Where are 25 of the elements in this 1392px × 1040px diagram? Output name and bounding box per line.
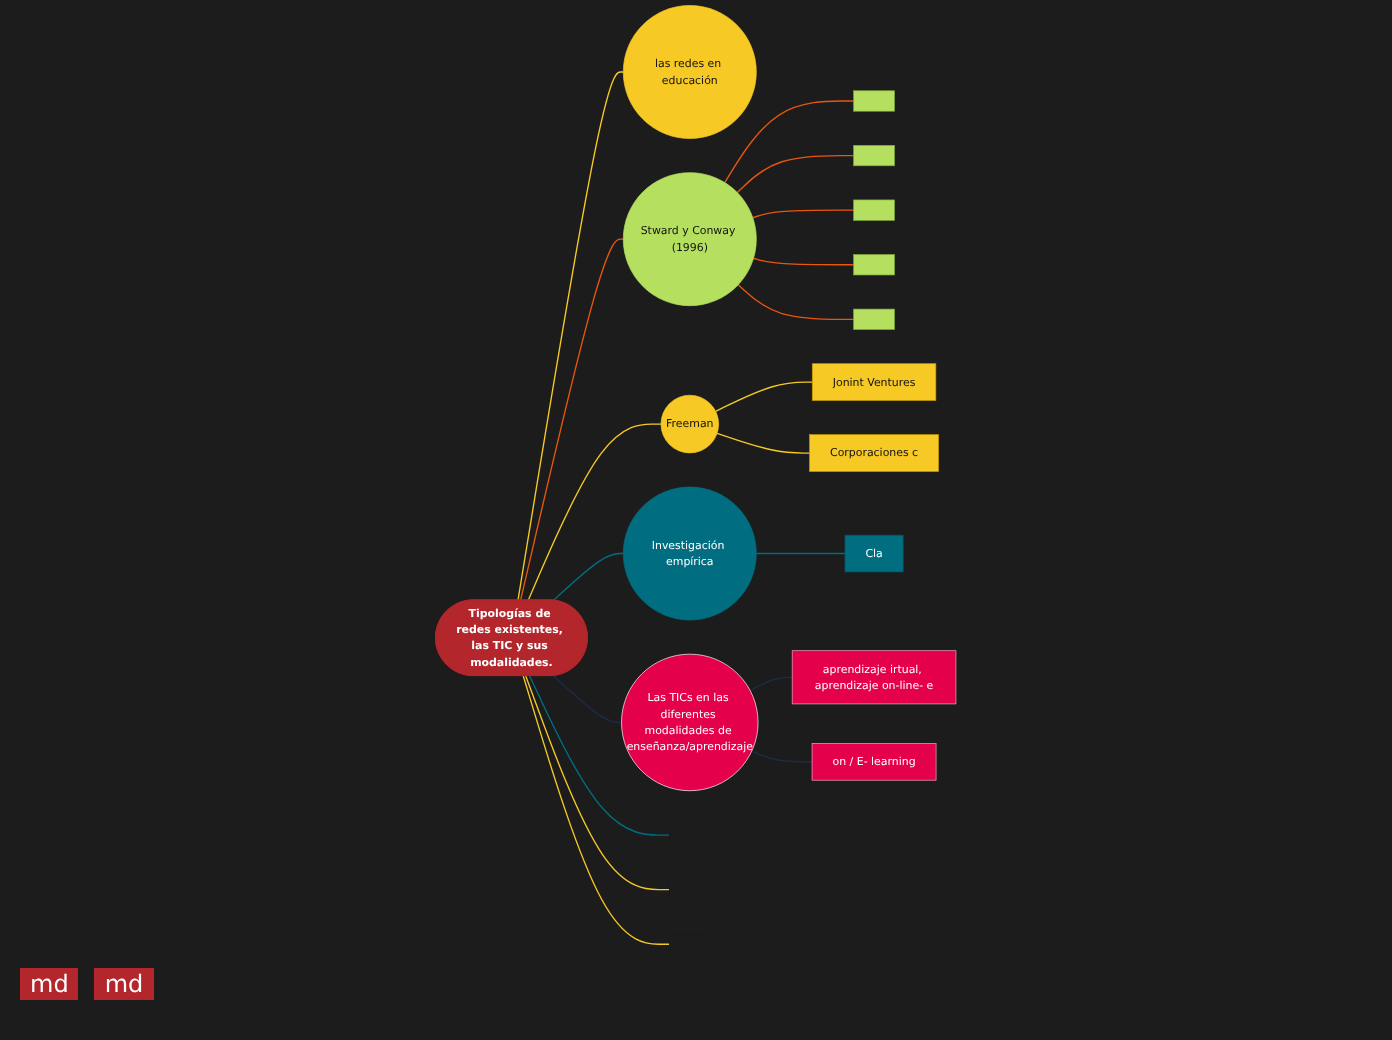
connector-line: [715, 381, 814, 413]
connector-line: [755, 552, 846, 555]
connector-line: [752, 209, 855, 219]
note-tag: md: [20, 968, 79, 1000]
connector-line: [552, 675, 623, 724]
connector-line: [724, 100, 855, 184]
connector-line: [529, 675, 671, 836]
connector-line: [736, 154, 855, 194]
connector-line: [553, 552, 625, 602]
connector-line: [522, 675, 671, 945]
node-box: [853, 145, 896, 167]
node-box: [853, 199, 896, 221]
note-tag: md: [94, 968, 154, 1000]
node-box: [853, 90, 896, 112]
connector-line: [716, 432, 811, 454]
connector-line: [749, 676, 794, 692]
connector-line: [737, 284, 855, 321]
connector-line: [527, 423, 662, 601]
node-box: [853, 254, 896, 276]
node-box: [853, 308, 896, 330]
connector-line: [525, 675, 671, 891]
connector-line: [517, 71, 625, 601]
connector-line: [520, 238, 625, 601]
connector-line: [751, 750, 813, 763]
connector-line: [753, 257, 855, 266]
